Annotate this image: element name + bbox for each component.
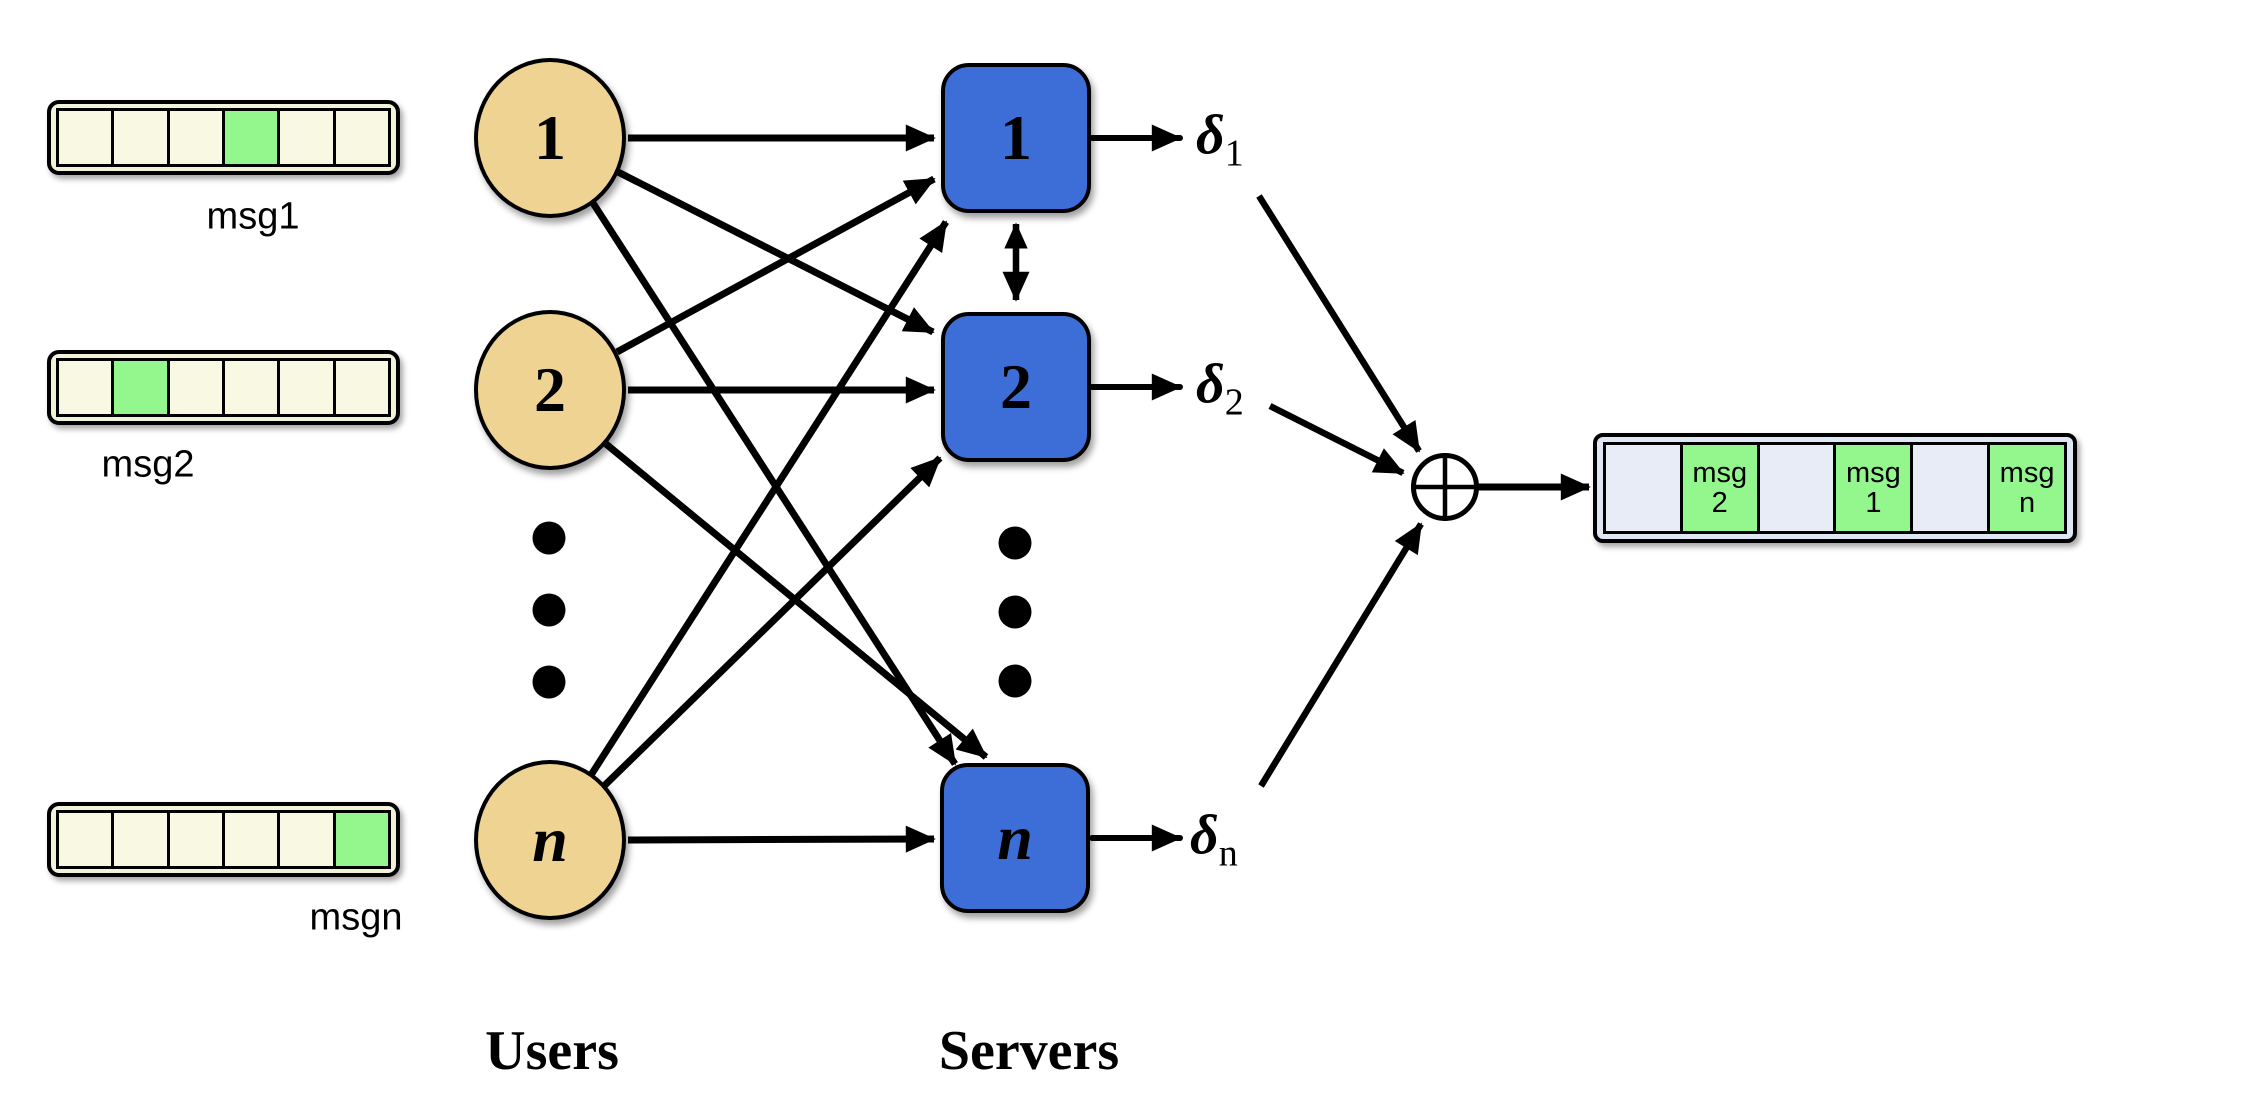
edge-deltan-xor: [1258, 522, 1424, 788]
user-node-1: 1: [474, 58, 626, 218]
server-node-label: 2: [1000, 351, 1032, 422]
buffer-cell: [111, 358, 170, 417]
msg2-label: msg2: [101, 443, 195, 486]
message-buffer-msg1: [47, 100, 400, 175]
msg1-label: msg1: [206, 195, 300, 238]
users-ellipsis-dots: [532, 521, 566, 699]
message-buffer-msg2: [47, 350, 400, 425]
buffer-cell: [221, 810, 281, 869]
edge-usern-servern: [627, 825, 936, 853]
server-node-label: n: [997, 802, 1033, 873]
server-node-1: 1: [941, 63, 1091, 213]
edge-delta2-xor: [1268, 403, 1405, 476]
buffer-cell: [111, 108, 170, 167]
user-node-n: n: [474, 760, 626, 920]
edge-usern-server2: [601, 455, 943, 789]
msgn-label: msgn: [309, 896, 403, 939]
buffer-cell: [277, 810, 336, 869]
edge-usern-server1: [588, 220, 949, 777]
buffer-cell: [332, 358, 391, 417]
edge-user2-server1: [615, 175, 936, 356]
buffer-cell: [111, 810, 170, 869]
buffer-cell: [56, 358, 115, 417]
delta2-label: δ2: [1196, 353, 1244, 424]
buffer-cell: [332, 108, 391, 167]
output-buffer-cell: [1603, 442, 1683, 534]
deltan-label: δn: [1190, 804, 1238, 875]
user-node-2: 2: [474, 310, 626, 470]
output-buffer-cell: [1756, 442, 1837, 534]
buffer-cell: [332, 810, 391, 869]
servers-ellipsis-dots: [998, 526, 1032, 698]
user-node-label: 1: [534, 102, 566, 173]
user-node-label: n: [532, 804, 568, 875]
buffer-cell: [221, 358, 281, 417]
edge-user1-server2: [616, 168, 935, 336]
user-node-label: 2: [534, 354, 566, 425]
buffer-cell: [56, 108, 115, 167]
server-node-n: n: [940, 763, 1090, 913]
xor-node: [1411, 453, 1479, 521]
buffer-cell: [166, 810, 225, 869]
buffer-cell: [56, 810, 115, 869]
servers-caption: Servers: [938, 1020, 1120, 1082]
output-buffer-cell: [1910, 442, 1991, 534]
server-node-2: 2: [941, 312, 1091, 462]
buffer-cell: [166, 358, 225, 417]
delta1-label: δ1: [1196, 104, 1244, 175]
server-node-label: 1: [1000, 102, 1032, 173]
message-buffer-msgn: [47, 802, 400, 877]
edge-delta1-xor: [1256, 194, 1422, 453]
buffer-cell: [277, 358, 336, 417]
users-caption: Users: [485, 1020, 619, 1082]
buffer-cell: [166, 108, 225, 167]
buffer-cell: [277, 108, 336, 167]
buffer-cell: [221, 108, 281, 167]
